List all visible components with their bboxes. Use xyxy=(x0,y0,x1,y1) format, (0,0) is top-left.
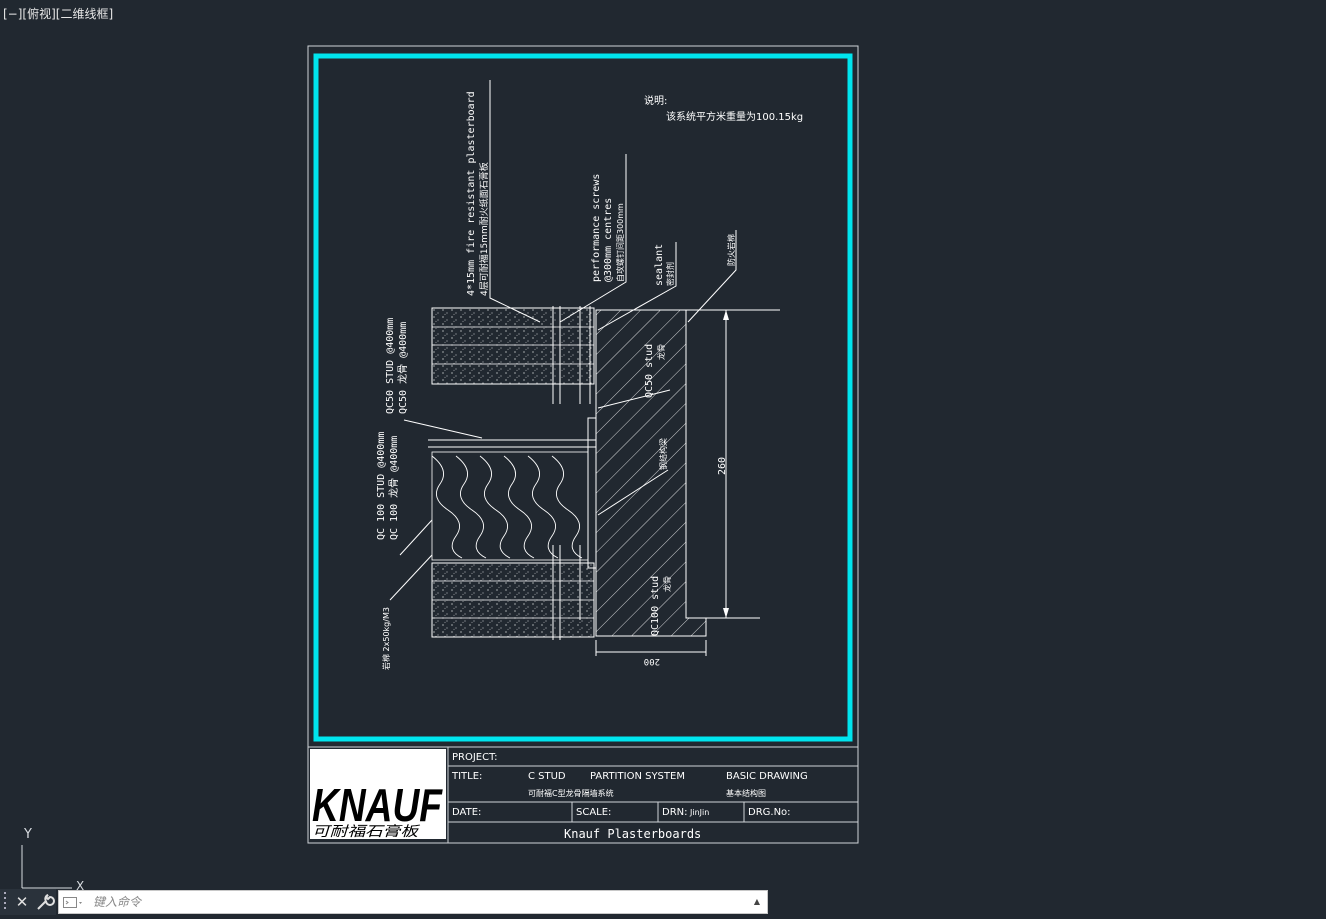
project-label: PROJECT: xyxy=(452,752,497,763)
dimension-arrow xyxy=(723,310,729,320)
knauf-logo: KNAUF xyxy=(312,779,444,831)
title-en-1: C STUD xyxy=(528,771,566,782)
insulation-pattern xyxy=(431,455,583,559)
callout-screws-en1: performance screws xyxy=(591,174,602,282)
callout-qc50-right-cn: 龙骨 xyxy=(656,344,666,360)
command-prompt-icon[interactable] xyxy=(63,896,85,910)
note-heading: 说明: xyxy=(644,94,667,107)
drawing-frame xyxy=(313,53,853,742)
drn-value: JinJin xyxy=(689,808,709,817)
sheet-border xyxy=(307,45,859,844)
scale-label: SCALE: xyxy=(576,807,611,818)
callout-qc100-right-cn: 龙骨 xyxy=(662,576,672,592)
callout-qc50-left-en: QC50 STUD @400mm xyxy=(385,318,396,414)
wrench-icon[interactable] xyxy=(32,889,56,915)
command-input[interactable] xyxy=(93,891,743,913)
drn-label: DRN: xyxy=(662,807,688,818)
title-block xyxy=(308,746,858,843)
title-cn-1: 可耐福C型龙骨隔墙系统 xyxy=(528,788,614,798)
callout-fire: 防火岩棉 xyxy=(726,234,736,266)
drag-handle[interactable] xyxy=(0,889,12,915)
callout-qc50-right-en: QC50 stud xyxy=(644,344,655,398)
callout-plasterboard-cn: 4层可耐福15mm耐火纸面石膏板 xyxy=(478,162,490,296)
callout-sealant-en: sealant xyxy=(654,244,665,286)
insulation xyxy=(431,451,589,561)
title-label: TITLE: xyxy=(451,771,482,782)
callout-plasterboard-en: 4*15mm fire resistant plasterboard xyxy=(466,91,477,296)
dimension-260: 260 xyxy=(717,457,728,475)
dimension-arrow xyxy=(723,608,729,618)
title-footer: Knauf Plasterboards xyxy=(564,827,701,841)
title-en-2: PARTITION SYSTEM xyxy=(590,771,685,782)
knauf-logo-box xyxy=(310,749,446,839)
command-input-container[interactable]: ▲ xyxy=(58,890,768,914)
close-icon[interactable]: ✕ xyxy=(12,889,32,915)
viewport-controls-label[interactable]: [−][俯视][二维线框] xyxy=(3,7,114,21)
note-text: 该系统平方米重量为100.15kg xyxy=(666,110,803,123)
callout-rockwool: 岩棉 2x50kg/M3 xyxy=(381,607,391,670)
callout-screws-en2: @300mm centres xyxy=(603,198,614,282)
callout-mid: 钢结构梁 xyxy=(658,438,668,470)
ucs-x-label: X xyxy=(76,879,84,893)
title-cn-2: 基本结构图 xyxy=(726,788,766,798)
callout-screws-cn: 自攻螺钉间距300mm xyxy=(615,203,625,282)
command-line-bar: ✕ ▲ xyxy=(0,889,770,915)
callout-qc100-left-cn: QC 100 龙骨 @400mm xyxy=(387,436,400,540)
knauf-logo-cn: 可耐福石膏板 xyxy=(312,824,421,840)
plasterboard-upper xyxy=(431,307,595,385)
leader-lines xyxy=(389,80,737,601)
dimension-200: 200 xyxy=(644,656,660,666)
drg-label: DRG.No: xyxy=(748,807,791,818)
callout-sealant-cn: 密封剂 xyxy=(665,262,675,286)
ucs-y-label: Y xyxy=(23,827,32,842)
callout-qc100-left-en: QC 100 STUD @400mm xyxy=(376,432,387,540)
callout-qc100-right-en: QC100 stud xyxy=(650,576,661,636)
ucs-icon xyxy=(21,845,72,889)
history-arrow-icon[interactable]: ▲ xyxy=(753,897,761,906)
callout-qc50-left-cn: QC50 龙骨 @400mm xyxy=(396,322,409,414)
title-en-3: BASIC DRAWING xyxy=(726,771,808,782)
date-label: DATE: xyxy=(452,807,481,818)
